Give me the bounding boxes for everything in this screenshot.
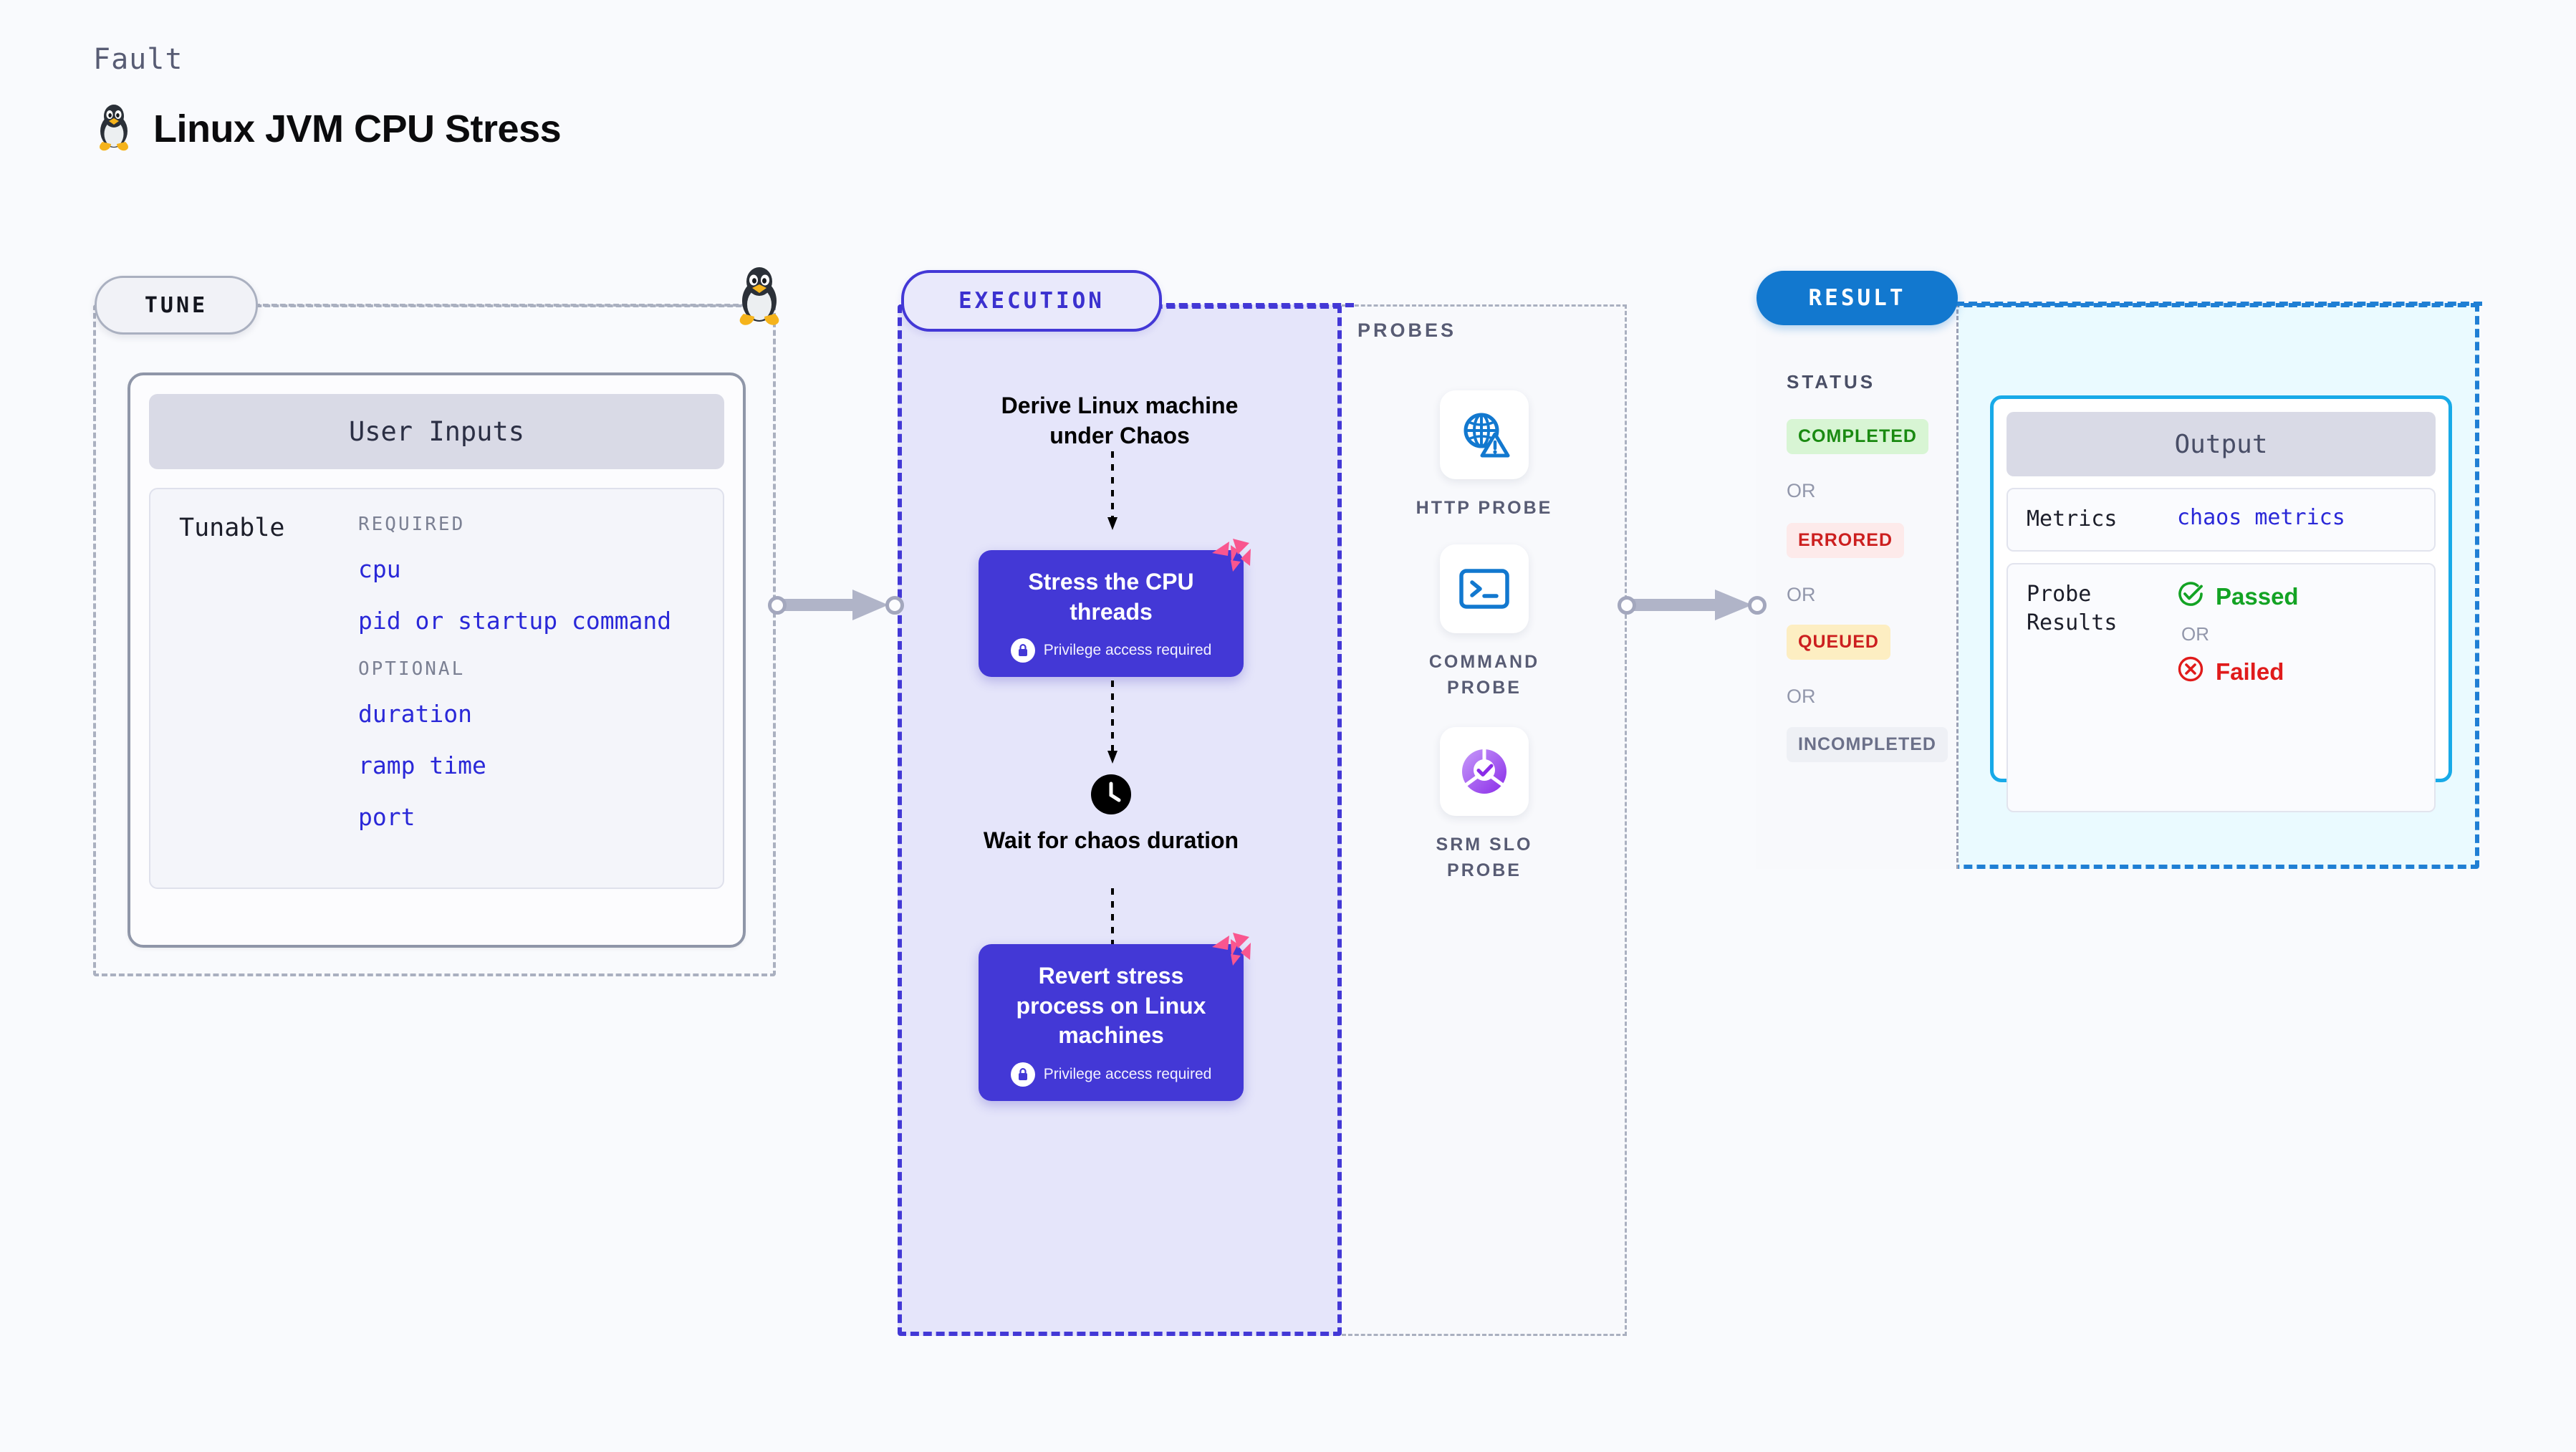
connector-arrow-execution-to-result xyxy=(1618,584,1768,627)
result-badge[interactable]: RESULT xyxy=(1756,271,1958,325)
arrow-end-dot xyxy=(1748,596,1767,615)
probe-srm-slo-caption: SRM SLO PROBE xyxy=(1436,835,1533,881)
probe-results-key: Probe Results xyxy=(2027,581,2118,636)
arrow-start-dot xyxy=(768,596,787,615)
status-badge-completed: COMPLETED xyxy=(1787,419,1928,454)
probe-result-or: OR xyxy=(2181,622,2209,645)
tunable-item-port[interactable]: port xyxy=(358,803,415,831)
metrics-key: Metrics xyxy=(2027,506,2118,532)
title-row: Linux JVM CPU Stress xyxy=(93,102,562,155)
flow-card-title: Revert stress process on Linux machines xyxy=(1016,963,1206,1049)
status-or-1: OR xyxy=(1787,480,1816,501)
execution-badge[interactable]: EXECUTION xyxy=(901,270,1162,332)
user-inputs-title: User Inputs xyxy=(149,394,724,469)
optional-group-heading: OPTIONAL xyxy=(358,658,466,680)
probe-command-caption: COMMAND PROBE xyxy=(1428,652,1540,698)
globe-warning-icon xyxy=(1440,390,1529,479)
metrics-value[interactable]: chaos metrics xyxy=(2177,505,2345,530)
tune-badge[interactable]: TUNE xyxy=(95,276,258,335)
tunable-item-duration[interactable]: duration xyxy=(358,700,472,728)
status-column xyxy=(1756,303,1959,869)
lock-icon xyxy=(1010,638,1035,663)
execution-top-dash-line xyxy=(1153,303,1354,307)
status-badge-queued: QUEUED xyxy=(1787,625,1890,660)
user-inputs-card: User Inputs Tunable REQUIRED cpu pid or … xyxy=(128,372,746,948)
privilege-note-text: Privilege access required xyxy=(1043,642,1212,659)
connector-arrow-tune-to-execution xyxy=(768,584,904,627)
flow-arrow-2 xyxy=(1107,681,1118,765)
output-card: Output Metrics chaos metrics Probe Resul… xyxy=(1990,395,2452,812)
fault-ribbon-icon xyxy=(1209,928,1254,973)
flow-card-revert-stress[interactable]: Revert stress process on Linux machines … xyxy=(979,933,1251,1101)
tunable-label: Tunable xyxy=(179,514,285,542)
x-circle-icon xyxy=(2177,655,2204,688)
status-label: STATUS xyxy=(1787,371,1876,393)
check-circle-icon xyxy=(2177,580,2204,613)
probe-srm-slo[interactable]: SRM SLO PROBE xyxy=(1413,727,1556,884)
result-top-dash-line xyxy=(1956,302,2482,306)
failed-label: Failed xyxy=(2216,658,2284,685)
privilege-note-text: Privilege access required xyxy=(1043,1065,1212,1082)
probe-command[interactable]: COMMAND PROBE xyxy=(1413,544,1556,701)
passed-label: Passed xyxy=(2216,582,2299,610)
tunable-panel: Tunable REQUIRED cpu pid or startup comm… xyxy=(149,488,724,889)
flow-step-derive-machine: Derive Linux machine under Chaos xyxy=(1001,393,1239,449)
tunable-item-pid-or-startup-command[interactable]: pid or startup command xyxy=(358,607,672,635)
probe-http-caption: HTTP PROBE xyxy=(1416,498,1553,518)
probe-result-passed: Passed xyxy=(2177,580,2299,613)
output-row-metrics: Metrics chaos metrics xyxy=(2007,488,2436,552)
tux-penguin-icon xyxy=(93,102,135,155)
privilege-note: Privilege access required xyxy=(993,638,1229,663)
fault-ribbon-icon xyxy=(1209,534,1254,579)
flow-card-title: Stress the CPU threads xyxy=(1028,569,1194,625)
flow-arrow-1 xyxy=(1107,451,1118,532)
flow-card-stress-cpu[interactable]: Stress the CPU threads Privilege access … xyxy=(979,539,1251,678)
privilege-note: Privilege access required xyxy=(993,1062,1229,1087)
status-badge-errored: ERRORED xyxy=(1787,523,1905,558)
tunable-list: REQUIRED cpu pid or startup command OPTI… xyxy=(358,514,723,888)
tux-penguin-connector-icon xyxy=(731,264,788,330)
status-or-2: OR xyxy=(1787,584,1816,605)
status-or-3: OR xyxy=(1787,686,1816,707)
probe-result-failed: Failed xyxy=(2177,655,2299,688)
tune-top-dash-line xyxy=(254,304,756,307)
tunable-item-ramp-time[interactable]: ramp time xyxy=(358,751,486,779)
page-header: Fault Linux JVM CPU Stress xyxy=(93,43,562,155)
arrow-end-dot xyxy=(885,596,904,615)
probe-results-values: Passed OR Failed xyxy=(2177,580,2299,795)
page-title: Linux JVM CPU Stress xyxy=(153,107,562,150)
flow-step-wait-duration: Wait for chaos duration xyxy=(983,827,1239,853)
terminal-icon xyxy=(1440,544,1529,633)
output-title: Output xyxy=(2007,412,2436,476)
fault-kicker: Fault xyxy=(93,43,183,76)
required-group-heading: REQUIRED xyxy=(358,514,466,535)
lock-icon xyxy=(1010,1062,1035,1087)
output-row-probe-results: Probe Results Passed OR xyxy=(2007,562,2436,812)
arrow-start-dot xyxy=(1618,596,1636,615)
status-badge-incompleted: INCOMPLETED xyxy=(1787,727,1948,762)
probe-http[interactable]: HTTP PROBE xyxy=(1413,390,1556,521)
tunable-item-cpu[interactable]: cpu xyxy=(358,555,401,583)
probes-panel xyxy=(1342,304,1627,1336)
execution-panel xyxy=(898,304,1342,1336)
clock-icon xyxy=(1090,774,1132,815)
probes-label: PROBES xyxy=(1357,319,1457,341)
slo-gauge-check-icon xyxy=(1440,727,1529,816)
